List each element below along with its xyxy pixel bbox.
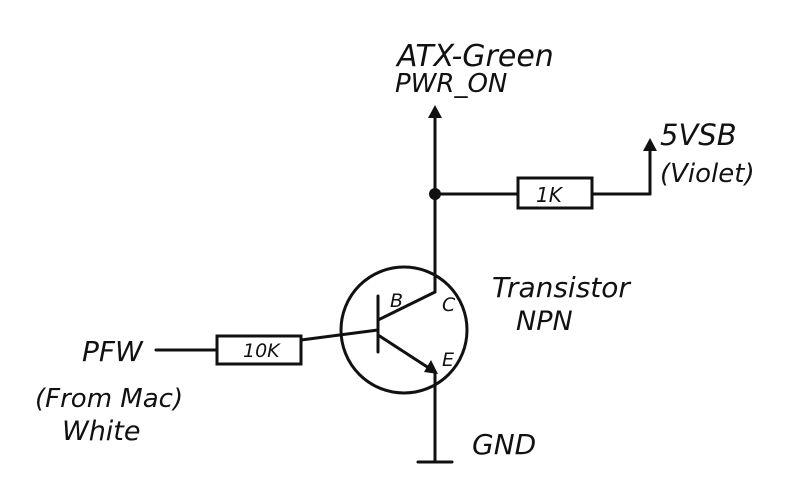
resistor-1k-label: 1K (536, 183, 564, 207)
pfw-label: PFW (82, 335, 144, 368)
npn-label: NPN (516, 306, 573, 337)
white-label: White (62, 416, 141, 447)
emitter-arrow (424, 360, 438, 374)
base-label: B (390, 290, 403, 312)
pwr-on-label: PWR_ON (395, 69, 507, 99)
base-wire (299, 328, 380, 342)
pwr-on-arrow (428, 105, 442, 118)
emitter-label: E (442, 349, 454, 371)
transistor-label: Transistor (492, 271, 631, 304)
resistor-10k-label: 10K (243, 340, 281, 362)
atx-green-label: ATX-Green (395, 39, 554, 74)
resistor-10k (215, 334, 303, 366)
gnd-label: GND (472, 428, 536, 461)
collector-lead (376, 290, 437, 322)
from-mac-label: (From Mac) (35, 384, 183, 414)
violet-label: (Violet) (660, 159, 755, 189)
fivevsb-arrow (643, 138, 657, 151)
collector-label: C (442, 294, 456, 316)
transistor-body (339, 265, 469, 395)
fivevsb-label: 5VSB (660, 118, 737, 152)
emitter-lead (376, 333, 437, 374)
